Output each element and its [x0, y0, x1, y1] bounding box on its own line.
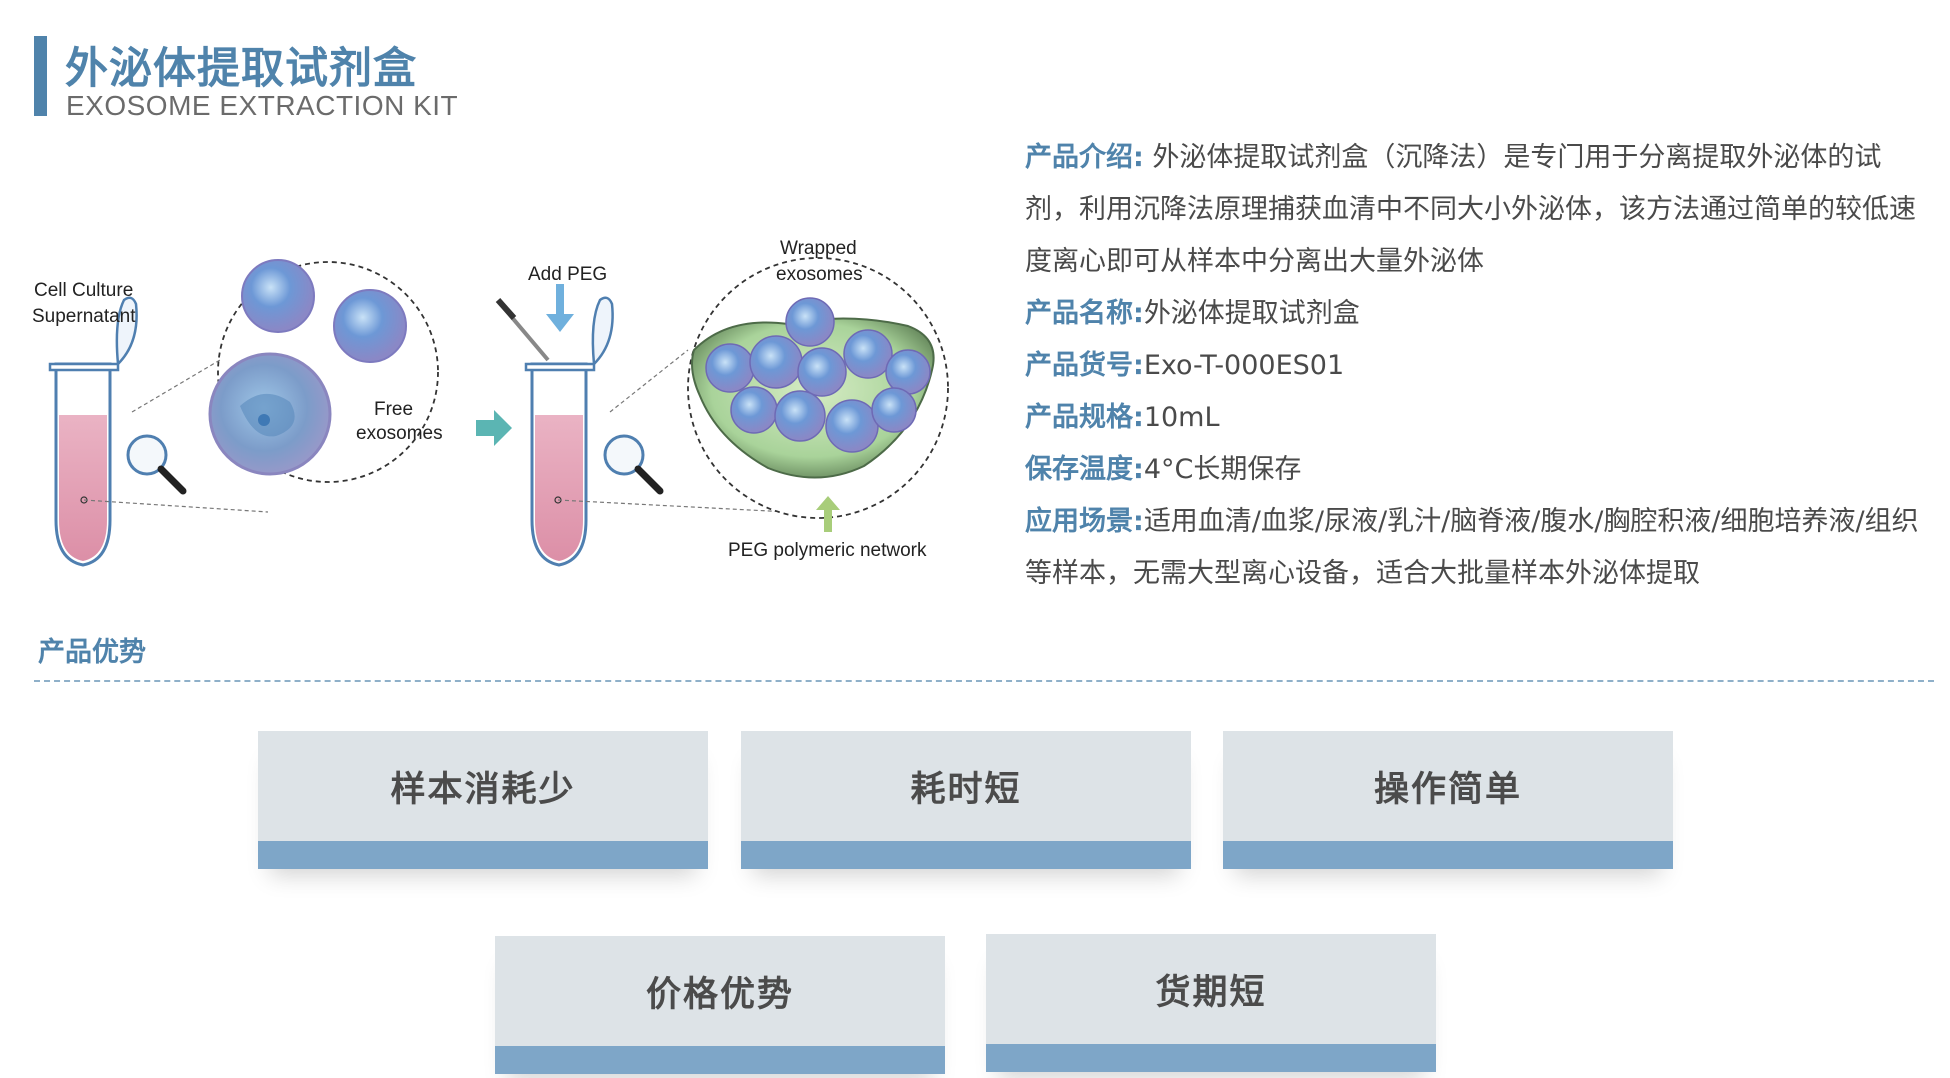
- card-strip: [741, 841, 1191, 869]
- application-label: 应用场景:: [1025, 506, 1144, 537]
- advantage-card-5: 货期短: [986, 934, 1436, 1072]
- label-peg-network: PEG polymeric network: [728, 540, 927, 561]
- advantage-label: 操作简单: [1373, 769, 1522, 810]
- intro-row: 产品介绍: 外泌体提取试剂盒（沉降法）是专门用于分离提取外泌体的试剂，利用沉降法…: [1025, 132, 1930, 288]
- storage-label: 保存温度:: [1025, 454, 1144, 485]
- advantage-card-2: 耗时短: [741, 731, 1191, 869]
- intro-label: 产品介绍:: [1025, 142, 1144, 173]
- card-strip: [258, 841, 708, 869]
- arrow-right-icon: [476, 410, 512, 446]
- advantage-card-1: 样本消耗少: [258, 731, 708, 869]
- advantage-label: 耗时短: [910, 769, 1022, 810]
- product-description: 产品介绍: 外泌体提取试剂盒（沉降法）是专门用于分离提取外泌体的试剂，利用沉降法…: [1025, 132, 1930, 600]
- label-exosomes-free: exosomes: [356, 423, 443, 444]
- advantage-card-3: 操作简单: [1223, 731, 1673, 869]
- page-subtitle: EXOSOME EXTRACTION KIT: [66, 90, 459, 121]
- name-label: 产品名称:: [1025, 298, 1144, 329]
- advantage-label: 价格优势: [645, 974, 794, 1015]
- label-exosomes-wrapped: exosomes: [776, 264, 863, 285]
- page-title: 外泌体提取试剂盒: [65, 44, 417, 94]
- advantages-title: 产品优势: [38, 637, 146, 668]
- name-text: 外泌体提取试剂盒: [1143, 298, 1360, 329]
- name-row: 产品名称:外泌体提取试剂盒: [1025, 288, 1930, 340]
- magnifier-right-icon: [603, 434, 664, 495]
- arrow-down-icon: [546, 284, 574, 332]
- application-text: 适用血清/血浆/尿液/乳汁/脑脊液/腹水/胸腔积液/细胞培养液/组织等样本，无需…: [1025, 506, 1919, 589]
- code-text: Exo-T-000ES01: [1143, 350, 1345, 381]
- advantage-label: 样本消耗少: [390, 769, 576, 810]
- code-label: 产品货号:: [1025, 350, 1144, 381]
- dashed-divider: [34, 680, 1934, 682]
- title-accent-bar: [34, 36, 47, 116]
- card-strip: [495, 1046, 945, 1074]
- extraction-diagram: Free exosomes Cell Culture Supernatant A…: [28, 220, 988, 580]
- advantage-card-4: 价格优势: [495, 936, 945, 1074]
- label-add-peg: Add PEG: [528, 264, 607, 285]
- pipette-icon: [495, 298, 550, 362]
- arrow-up-icon: [816, 496, 840, 532]
- label-cell-culture: Cell Culture: [34, 280, 133, 301]
- code-row: 产品货号:Exo-T-000ES01: [1025, 340, 1930, 392]
- diagram-svg: Free exosomes Cell Culture Supernatant A…: [32, 238, 949, 567]
- exosome-cluster-left: [208, 259, 407, 476]
- application-row: 应用场景:适用血清/血浆/尿液/乳汁/脑脊液/腹水/胸腔积液/细胞培养液/组织等…: [1025, 496, 1930, 600]
- storage-text: 4°C长期保存: [1143, 454, 1302, 485]
- label-supernatant: Supernatant: [32, 306, 136, 327]
- advantage-label: 货期短: [1155, 972, 1267, 1013]
- card-strip: [1223, 841, 1673, 869]
- wrapped-exosomes: [705, 297, 931, 453]
- spec-label: 产品规格:: [1025, 402, 1144, 433]
- card-strip: [986, 1044, 1436, 1072]
- spec-row: 产品规格:10mL: [1025, 392, 1930, 444]
- label-wrapped: Wrapped: [780, 238, 857, 259]
- magnifier-left-icon: [126, 434, 187, 495]
- tube-left: [48, 296, 138, 567]
- storage-row: 保存温度:4°C长期保存: [1025, 444, 1930, 496]
- intro-text: 外泌体提取试剂盒（沉降法）是专门用于分离提取外泌体的试剂，利用沉降法原理捕获血清…: [1025, 142, 1916, 277]
- spec-text: 10mL: [1143, 402, 1220, 433]
- tube-right: [524, 296, 614, 567]
- label-free: Free: [374, 399, 413, 420]
